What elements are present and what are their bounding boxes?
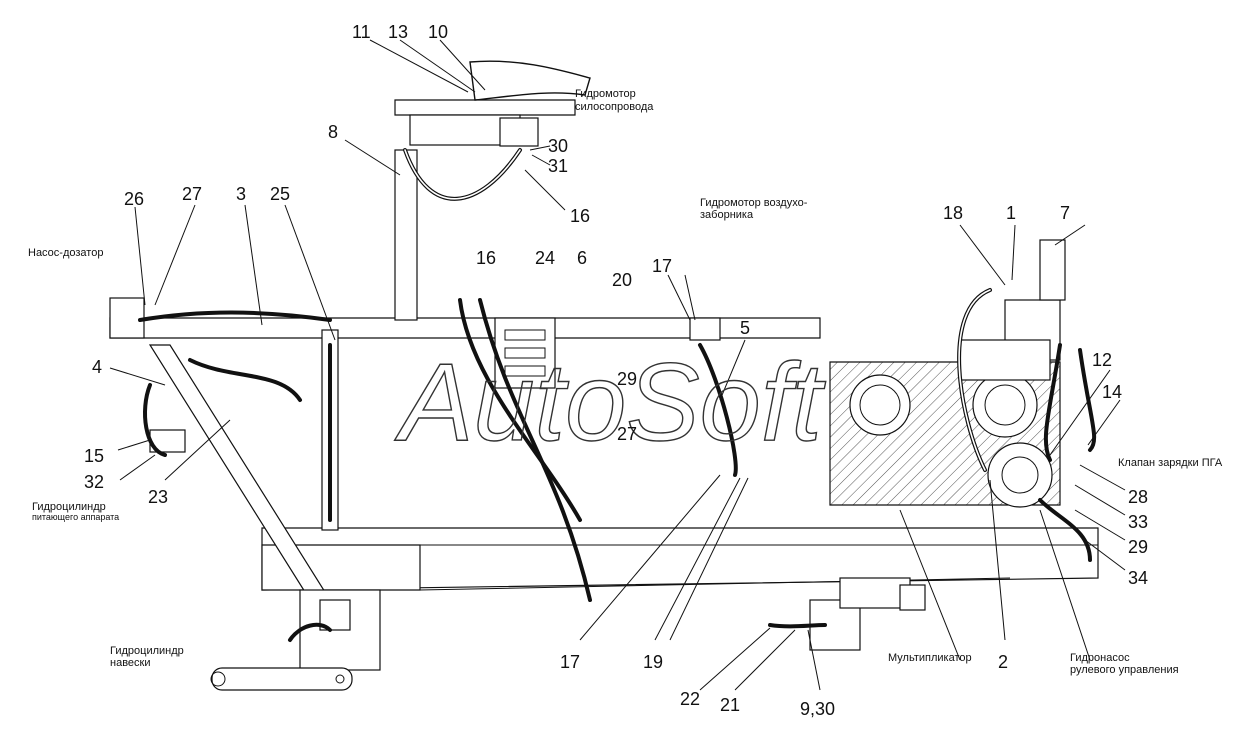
- silo-hydromotor: [469, 60, 591, 147]
- callout-24: 24: [535, 248, 555, 268]
- callout-16: 16: [570, 206, 590, 226]
- callout-15: 15: [84, 446, 104, 466]
- leader-lines: [109, 39, 1126, 691]
- callout-25: 25: [270, 184, 290, 204]
- label-steering-line2: рулевого управления: [1070, 664, 1179, 676]
- label-steering-line1: Гидронасос: [1070, 652, 1130, 664]
- callout-14: 14: [1102, 382, 1122, 402]
- label-air-line1: Гидромотор воздухо-: [700, 197, 808, 209]
- bottom-pump: [809, 577, 926, 651]
- hitch-cylinder: [210, 667, 353, 691]
- callout-6: 6: [577, 248, 587, 268]
- callout-33: 33: [1128, 512, 1148, 532]
- callout-28: 28: [1128, 487, 1148, 507]
- callout-27: 27: [182, 184, 202, 204]
- callout-5: 5: [740, 318, 750, 338]
- component-labels: Гидромотор силосопровода Гидромотор возд…: [28, 88, 1223, 676]
- label-hitch-line1: Гидроцилиндр: [110, 645, 184, 657]
- callout-21: 21: [720, 695, 740, 715]
- callout-17: 17: [560, 652, 580, 672]
- callout-20: 20: [612, 270, 632, 290]
- label-feed-line2: питающего аппарата: [32, 512, 119, 522]
- callout-12: 12: [1092, 350, 1112, 370]
- label-multiplier: Мультипликатор: [888, 652, 972, 664]
- callout-29: 29: [1128, 537, 1148, 557]
- callout-30: 30: [548, 136, 568, 156]
- pump-doser: [109, 297, 145, 339]
- callout-4: 4: [92, 357, 102, 377]
- callout-26: 26: [124, 189, 144, 209]
- callout-27: 27: [617, 424, 637, 444]
- callout-11: 11: [352, 22, 371, 42]
- watermark: AutoSoft: [394, 341, 826, 464]
- callout-2: 2: [998, 652, 1008, 672]
- label-air-line2: заборника: [700, 209, 754, 221]
- air-intake-hydromotor: [689, 317, 721, 341]
- callout-9-30: 9,30: [800, 699, 835, 719]
- callout-32: 32: [84, 472, 104, 492]
- callout-18: 18: [943, 203, 963, 223]
- label-feed-line1: Гидроцилиндр: [32, 501, 106, 513]
- callout-31: 31: [548, 156, 568, 176]
- label-pga-valve: Клапан зарядки ПГА: [1118, 457, 1223, 469]
- hoses: [138, 148, 1097, 642]
- callout-23: 23: [148, 487, 168, 507]
- main-frame: [109, 99, 1099, 671]
- callout-17: 17: [652, 256, 672, 276]
- callout-29: 29: [617, 369, 637, 389]
- callout-3: 3: [236, 184, 246, 204]
- callout-13: 13: [388, 22, 408, 42]
- multiplier-block: [829, 239, 1066, 508]
- callout-16: 16: [476, 248, 496, 268]
- label-silo-line2: силосопровода: [575, 101, 654, 113]
- label-pump-doser: Насос-дозатор: [28, 247, 103, 259]
- callout-34: 34: [1128, 568, 1148, 588]
- label-silo-line1: Гидромотор: [575, 88, 636, 100]
- callout-8: 8: [328, 122, 338, 142]
- callout-19: 19: [643, 652, 663, 672]
- callout-22: 22: [680, 689, 700, 709]
- callout-10: 10: [428, 22, 448, 42]
- label-hitch-line2: навески: [110, 657, 151, 669]
- callout-1: 1: [1006, 203, 1016, 223]
- callout-7: 7: [1060, 203, 1070, 223]
